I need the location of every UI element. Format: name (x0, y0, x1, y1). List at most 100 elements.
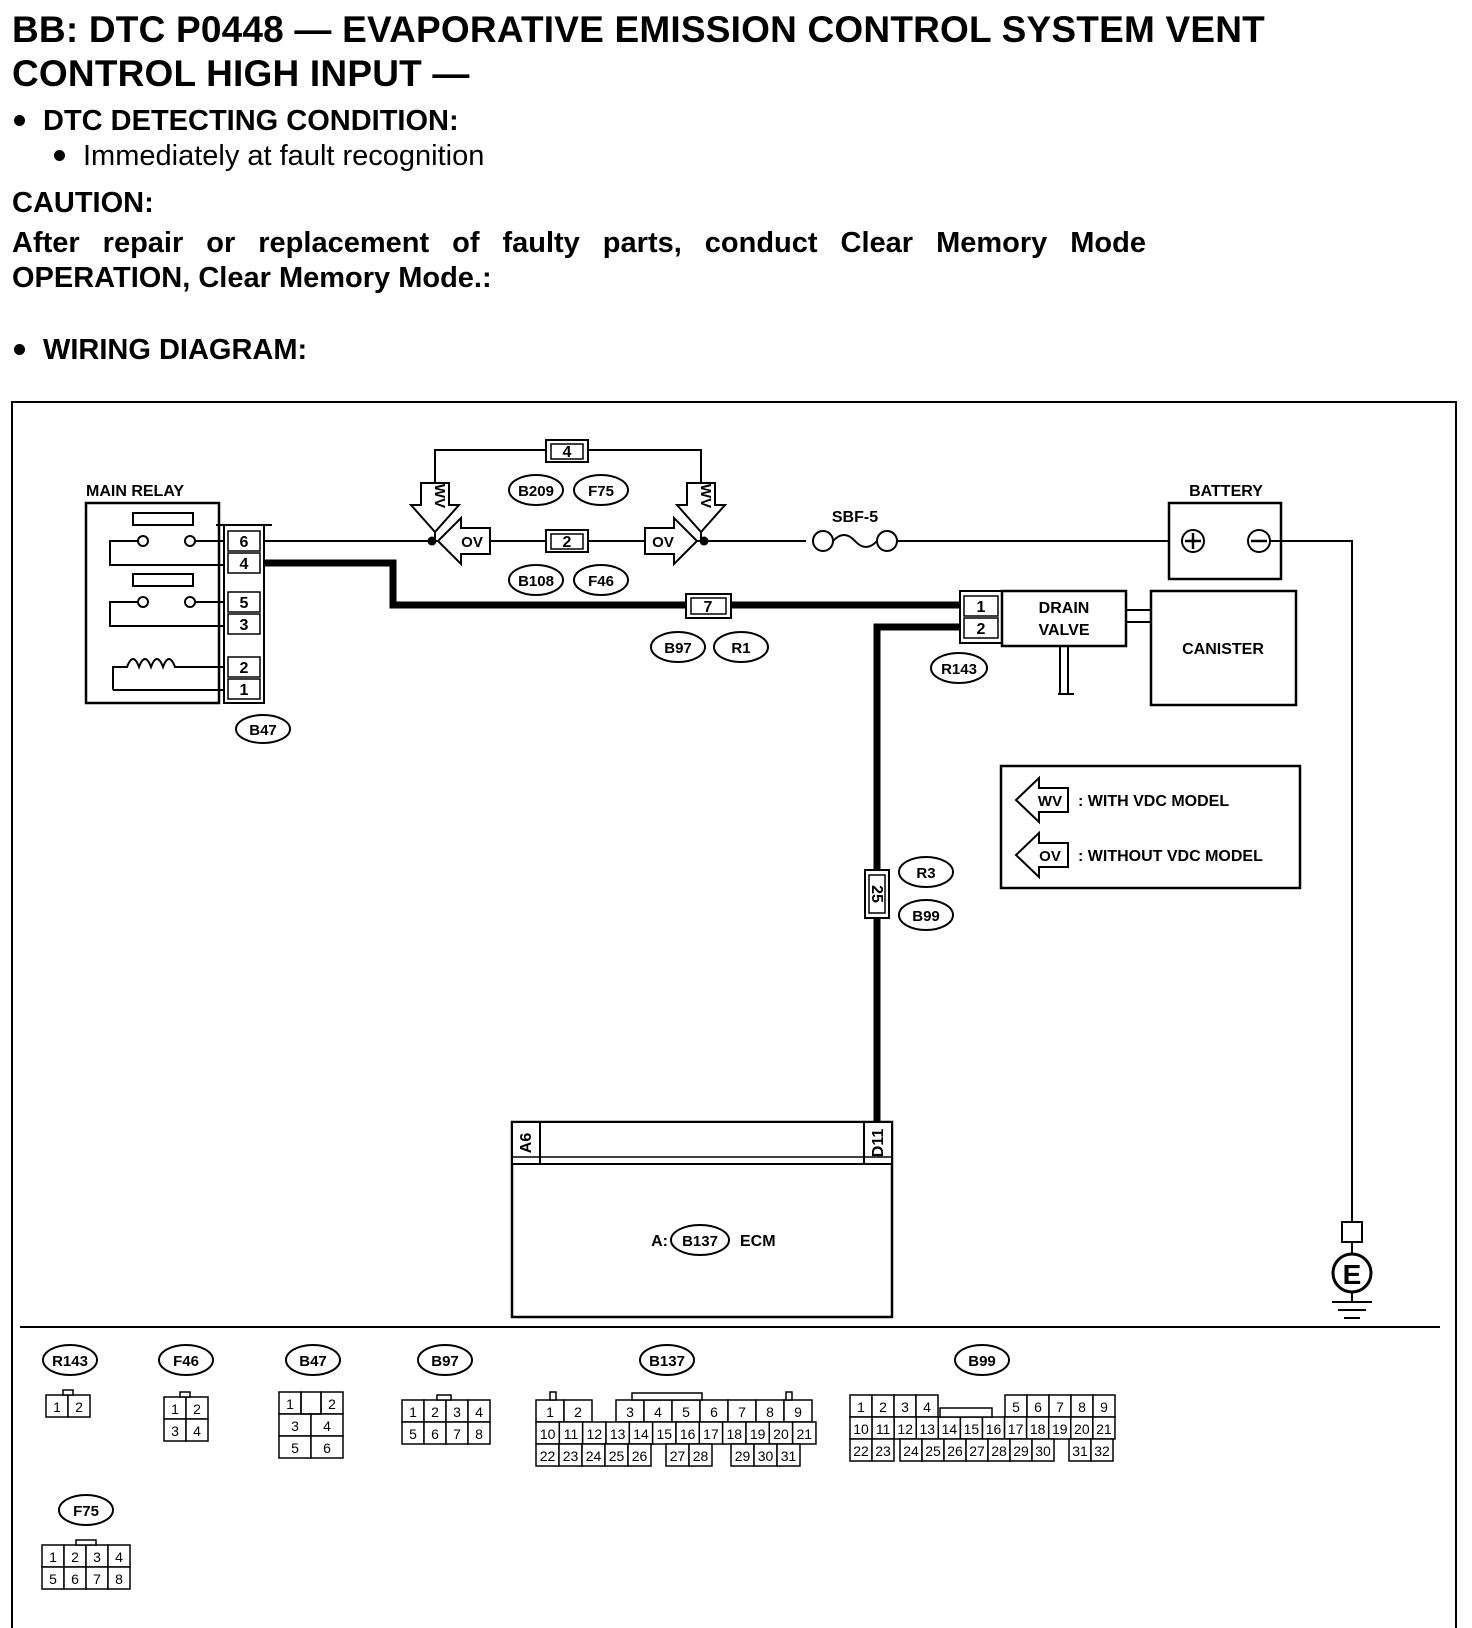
pin-cell: 3 (453, 1404, 461, 1420)
ecm-pin-a6: A6 (518, 1133, 535, 1154)
pin-cell: 2 (879, 1399, 887, 1415)
pin-cell: 2 (574, 1404, 582, 1420)
wiring-diagram-heading: WIRING DIAGRAM: (43, 334, 308, 366)
detecting-condition-heading: DTC DETECTING CONDITION: (43, 105, 459, 137)
bullet-icon (14, 343, 25, 355)
caution-body: After repair or replacement of faulty pa… (12, 227, 1146, 294)
pin-cell: 1 (53, 1399, 61, 1415)
legend-wv-icon: WV (1038, 793, 1062, 810)
pin-cell: 25 (925, 1443, 941, 1459)
pin-cell: 26 (632, 1448, 648, 1464)
connector-r1-label: R1 (713, 631, 769, 663)
page-title: BB: DTC P0448 — EVAPORATIVE EMISSION CON… (12, 9, 1265, 94)
diagram-frame (11, 401, 1457, 1628)
pin-cell: 2 (431, 1404, 439, 1420)
fuse-label: SBF-5 (832, 509, 878, 526)
caution-heading: CAUTION: (12, 187, 154, 219)
pin-cell: 15 (657, 1426, 673, 1442)
svg-text:B137: B137 (649, 1353, 685, 1370)
connector-view-label-b137: B137 (639, 1344, 695, 1376)
pin-cell: 24 (586, 1448, 602, 1464)
svg-text:B97: B97 (431, 1353, 459, 1370)
pin-cell: 12 (587, 1426, 603, 1442)
ov-arrow-left: OV (436, 515, 491, 567)
relay-pin-5: 5 (240, 595, 249, 612)
pin-cell: 14 (942, 1421, 958, 1437)
pin-cell: 5 (1012, 1399, 1020, 1415)
wiring-diagram-heading-row: WIRING DIAGRAM: (14, 333, 307, 367)
pin-cell: 4 (923, 1399, 931, 1415)
pin-cell: 12 (897, 1421, 913, 1437)
pin-cell: 10 (853, 1421, 869, 1437)
svg-text:B209: B209 (518, 483, 554, 500)
pin-cell: 4 (193, 1423, 201, 1439)
wv-arrow-right: WV (674, 482, 728, 534)
connector-b137-label: B137 (682, 1233, 718, 1250)
connector-view-label-r143: R143 (42, 1344, 98, 1376)
relay-pin-2: 2 (240, 660, 249, 677)
svg-text:F46: F46 (588, 573, 614, 590)
connector-b108-label: B108 (508, 564, 564, 596)
pin-cell: 8 (475, 1426, 483, 1442)
pin-cell: 27 (969, 1443, 985, 1459)
pin-cell: 28 (693, 1448, 709, 1464)
pin-cell: 25 (609, 1448, 625, 1464)
pin-cell: 32 (1094, 1443, 1110, 1459)
pin-cell: 6 (431, 1426, 439, 1442)
pin-cell: 3 (93, 1549, 101, 1565)
pin-cell: 2 (71, 1549, 79, 1565)
drain-pin-2: 2 (977, 621, 986, 638)
pin-cell: 17 (1008, 1421, 1024, 1437)
svg-text:WV: WV (431, 484, 448, 508)
connector-view-label-b47: B47 (285, 1344, 341, 1376)
pin-cell: 3 (291, 1418, 299, 1434)
connector-r3-label: R3 (898, 856, 954, 888)
pin-cell: 1 (546, 1404, 554, 1420)
svg-text:R143: R143 (941, 661, 977, 678)
pin-cell: 8 (766, 1404, 774, 1420)
connector-view-label-b99: B99 (954, 1344, 1010, 1376)
pin-cell: 7 (1056, 1399, 1064, 1415)
pin-cell: 2 (193, 1401, 201, 1417)
pin-cell: 14 (633, 1426, 649, 1442)
pin-cell: 1 (286, 1396, 294, 1412)
pin-cell: 20 (1074, 1421, 1090, 1437)
pin-cell: 20 (773, 1426, 789, 1442)
svg-text:WV: WV (697, 484, 714, 508)
relay-pin-6: 6 (240, 534, 249, 551)
pin-cell: 6 (1034, 1399, 1042, 1415)
ov-arrow-right: OV (644, 515, 699, 567)
connector-view-label-f46: F46 (158, 1344, 214, 1376)
connector-f75-label: F75 (573, 474, 629, 506)
connector-f46-label: F46 (573, 564, 629, 596)
legend-with-vdc: : WITH VDC MODEL (1078, 793, 1229, 810)
pin-cell: 6 (323, 1440, 331, 1456)
pin-cell: 3 (626, 1404, 634, 1420)
svg-text:F75: F75 (588, 483, 614, 500)
svg-text:R1: R1 (731, 640, 750, 657)
connector-b99-label: B99 (898, 899, 954, 931)
ecm: A6 D11 A: B137 ECM (510, 1120, 894, 1319)
svg-text:F75: F75 (73, 1503, 99, 1520)
pin-cell: 30 (1035, 1443, 1051, 1459)
pin-cell: 18 (727, 1426, 743, 1442)
pin-cell: 9 (794, 1404, 802, 1420)
pin-cell: 18 (1030, 1421, 1046, 1437)
pin-cell: 19 (1052, 1421, 1068, 1437)
pin-cell: 1 (49, 1549, 57, 1565)
legend-ov-icon: OV (1039, 848, 1061, 865)
svg-text:B99: B99 (912, 908, 940, 925)
wire-battery-to-ground (1270, 540, 1353, 1222)
main-relay: MAIN RELAY 6 4 5 3 2 1 (84, 483, 272, 705)
connector-pin-4: 4 (563, 444, 572, 461)
pin-cell: 5 (49, 1571, 57, 1587)
pin-cell: 9 (1100, 1399, 1108, 1415)
pin-cell: 4 (475, 1404, 483, 1420)
pin-cell: 11 (564, 1426, 579, 1442)
pin-cell: 22 (540, 1448, 556, 1464)
relay-pin-4: 4 (240, 556, 249, 573)
